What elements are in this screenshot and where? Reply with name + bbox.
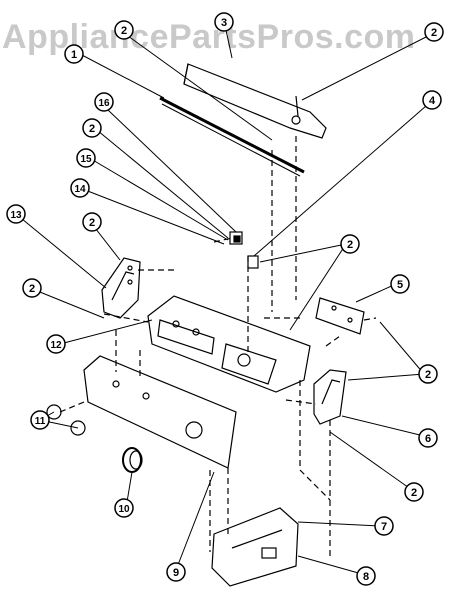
callout-1: 1	[64, 44, 84, 64]
callout-circle	[64, 44, 84, 64]
callout-2c: 2	[82, 118, 102, 138]
callout-circle	[82, 212, 102, 232]
callout-circle	[6, 204, 26, 224]
part-12-console	[147, 295, 311, 393]
callout-circle	[114, 20, 134, 40]
callout-circle	[214, 12, 234, 32]
callout-circle	[374, 516, 394, 536]
part-13-left-bracket	[101, 257, 141, 319]
callout-label: 8	[363, 571, 369, 583]
callout-3: 3	[214, 12, 234, 32]
callout-label: 2	[347, 239, 353, 251]
callout-8: 8	[356, 566, 376, 586]
callout-label: 2	[89, 123, 95, 135]
callout-label: 16	[98, 98, 110, 109]
callout-2a: 2	[114, 20, 134, 40]
callout-label: 11	[35, 416, 46, 427]
callout-circle	[82, 118, 102, 138]
callout-circle	[404, 482, 424, 502]
callout-label: 2	[411, 487, 417, 499]
callout-circle	[76, 148, 96, 168]
callout-label: 7	[381, 521, 387, 533]
assembly-lines	[59, 136, 377, 560]
callout-circle	[418, 428, 438, 448]
callout-circle	[114, 498, 134, 518]
callout-circle	[30, 410, 50, 430]
callout-2h: 2	[404, 482, 424, 502]
callout-7: 7	[374, 516, 394, 536]
callout-2g: 2	[418, 364, 438, 384]
callout-label: 2	[29, 283, 35, 295]
callout-label: 3	[221, 17, 227, 29]
callout-circle	[424, 22, 444, 42]
callout-12: 12	[46, 334, 66, 354]
callout-2f: 2	[22, 278, 42, 298]
callout-6: 6	[418, 428, 438, 448]
callout-circle	[340, 234, 360, 254]
callout-label: 10	[118, 504, 130, 515]
callout-label: 12	[50, 340, 62, 351]
callout-label: 9	[173, 567, 179, 579]
callout-9: 9	[166, 562, 186, 582]
callout-14: 14	[70, 178, 90, 198]
callout-circle	[166, 562, 186, 582]
callout-2d: 2	[82, 212, 102, 232]
callout-5: 5	[390, 274, 410, 294]
callout-label: 13	[10, 210, 22, 221]
callout-label: 14	[74, 184, 86, 195]
part-5-plate	[315, 297, 365, 335]
part-4-clip	[247, 255, 259, 269]
callout-2e: 2	[340, 234, 360, 254]
callout-label: 6	[425, 433, 431, 445]
callout-label: 1	[71, 49, 77, 61]
callout-circle	[46, 334, 66, 354]
part-9-front-panel	[83, 355, 237, 469]
part-1-rod	[159, 96, 305, 177]
part-7-8-switch	[211, 507, 299, 587]
part-16-bracket	[229, 231, 243, 245]
callout-2b: 2	[424, 22, 444, 42]
callout-11: 11	[30, 410, 50, 430]
part-11-knobs	[46, 404, 86, 436]
callout-4: 4	[422, 90, 442, 110]
part-10-knob	[122, 447, 143, 473]
callout-label: 2	[425, 369, 431, 381]
callout-circle	[418, 364, 438, 384]
callout-circle	[94, 92, 114, 112]
callout-circle	[70, 178, 90, 198]
callout-circle	[22, 278, 42, 298]
callout-16: 16	[94, 92, 114, 112]
callout-label: 15	[80, 154, 92, 165]
callout-label: 4	[429, 95, 436, 107]
callout-label: 5	[397, 279, 403, 291]
part-6-right-bracket	[313, 369, 347, 425]
callout-10: 10	[114, 498, 134, 518]
leader-lines	[15, 29, 429, 575]
callout-label: 2	[431, 27, 437, 39]
callout-circle	[390, 274, 410, 294]
callout-15: 15	[76, 148, 96, 168]
callout-label: 2	[89, 217, 95, 229]
callout-label: 2	[121, 25, 127, 37]
callout-13: 13	[6, 204, 26, 224]
part-3-top-cover	[183, 63, 327, 139]
callout-circle	[422, 90, 442, 110]
callout-circle	[356, 566, 376, 586]
